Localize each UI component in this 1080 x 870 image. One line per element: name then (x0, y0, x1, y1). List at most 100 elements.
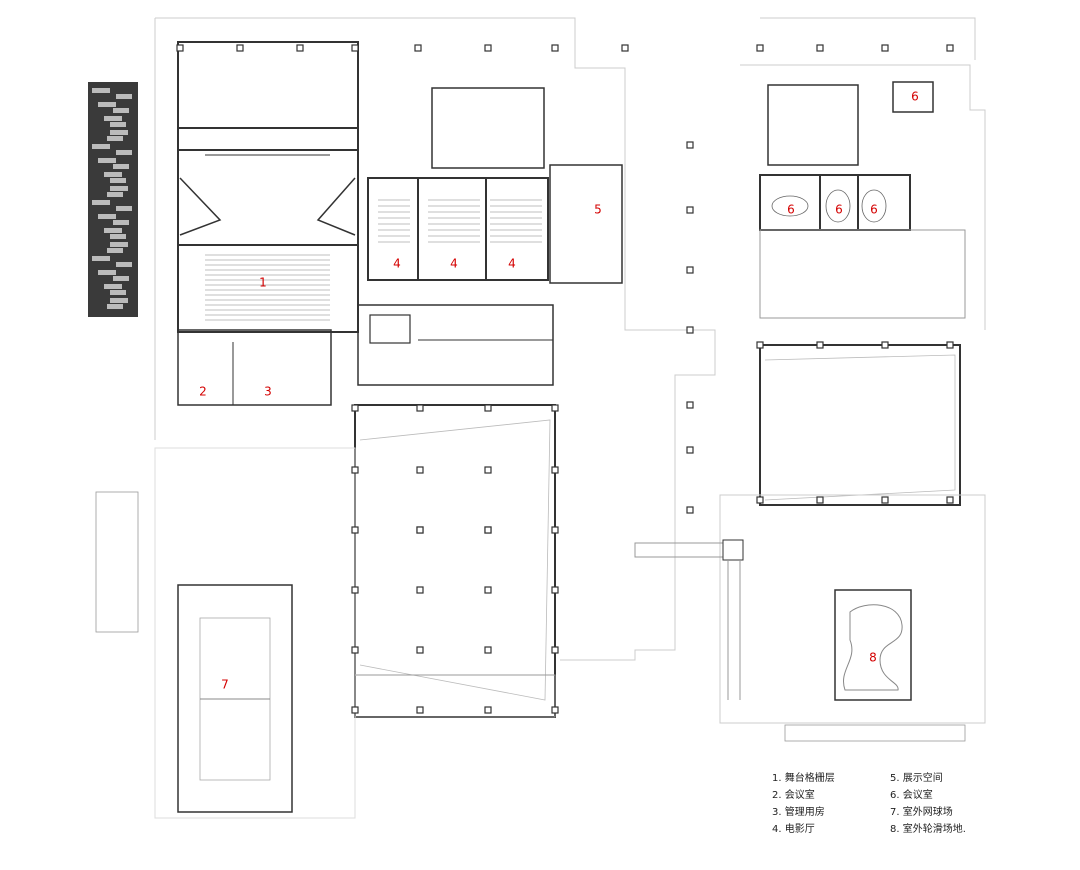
column (176, 44, 184, 52)
facade-slot (92, 144, 110, 149)
room-label-stage: 1 (259, 276, 267, 290)
column (551, 44, 559, 52)
facade-slot (113, 164, 129, 169)
facade-slot (92, 256, 110, 261)
facade-slot (116, 94, 132, 99)
column (416, 586, 424, 594)
room-label-conference-d: 6 (870, 203, 878, 217)
facade-slot (113, 108, 129, 113)
facade-slot (92, 200, 110, 205)
column (881, 496, 889, 504)
column (351, 586, 359, 594)
legend-item: 7. 室外网球场 (890, 807, 953, 818)
column (236, 44, 244, 52)
column (551, 646, 559, 654)
site-boundary (154, 17, 986, 661)
column (756, 341, 764, 349)
legend-item: 2. 会议室 (772, 790, 815, 801)
structural-columns (176, 44, 954, 714)
bridge (634, 539, 744, 700)
legend-item: 1. 舞台格栅层 (772, 773, 835, 784)
column (351, 404, 359, 412)
facade-slot (110, 234, 126, 239)
column (686, 446, 694, 454)
legend-item: 5. 展示空间 (890, 773, 943, 784)
column (484, 646, 492, 654)
legend-item: 8. 室外轮滑场地. (890, 824, 966, 835)
column (351, 526, 359, 534)
room-label-cinema-c: 4 (508, 257, 516, 271)
column (416, 526, 424, 534)
column (621, 44, 629, 52)
facade-slot (98, 214, 116, 219)
column (351, 466, 359, 474)
facade-slot (104, 172, 122, 177)
column (686, 141, 694, 149)
column (551, 526, 559, 534)
legend-column-left: 1. 舞台格栅层 2. 会议室 3. 管理用房 4. 电影厅 (772, 770, 892, 838)
room-label-cinema-a: 4 (393, 257, 401, 271)
east-block-upper (759, 81, 966, 319)
legend-column-right: 5. 展示空间 6. 会议室 7. 室外网球场 8. 室外轮滑场地. (890, 770, 1010, 838)
room-label-skate: 8 (869, 651, 877, 665)
column (416, 466, 424, 474)
central-hall (354, 404, 556, 718)
cinema-seating (378, 199, 542, 243)
theater-block (177, 41, 359, 406)
facade-slot (110, 130, 128, 135)
facade-slot (98, 102, 116, 107)
column (946, 341, 954, 349)
facade-slot (110, 178, 126, 183)
column (351, 44, 359, 52)
legend-item: 6. 会议室 (890, 790, 933, 801)
facade-slot (107, 248, 123, 253)
facade-slot (104, 228, 122, 233)
column (816, 496, 824, 504)
facade-slot (98, 158, 116, 163)
column (816, 44, 824, 52)
room-labels: 1 2 3 4 4 4 5 6 6 6 6 7 8 (199, 90, 919, 692)
column (484, 526, 492, 534)
facade-slot (107, 304, 123, 309)
facade-slot (104, 116, 122, 121)
facade-slot (110, 298, 128, 303)
column (484, 44, 492, 52)
facade-slot (107, 192, 123, 197)
facade-slot (92, 88, 110, 93)
facade-slot (110, 122, 126, 127)
column (416, 404, 424, 412)
room-label-conference-a: 6 (911, 90, 919, 104)
room-label-conference-c: 6 (835, 203, 843, 217)
column (484, 706, 492, 714)
column (881, 44, 889, 52)
column (351, 706, 359, 714)
column (416, 706, 424, 714)
column (296, 44, 304, 52)
column (414, 44, 422, 52)
column (756, 44, 764, 52)
facade-slot (107, 136, 123, 141)
column (686, 206, 694, 214)
column (816, 341, 824, 349)
column (551, 404, 559, 412)
facade-slot (104, 284, 122, 289)
column (484, 466, 492, 474)
tennis-court (95, 447, 356, 819)
room-label-tennis: 7 (221, 678, 229, 692)
skate-park (834, 589, 912, 701)
conference-tables (771, 189, 887, 223)
column (686, 266, 694, 274)
cinema-block (357, 87, 623, 386)
facade-slot (116, 262, 132, 267)
room-label-cinema-b: 4 (450, 257, 458, 271)
room-label-meeting: 2 (199, 385, 207, 399)
column (351, 646, 359, 654)
east-block-lower (719, 344, 986, 742)
room-label-conference-b: 6 (787, 203, 795, 217)
column (416, 646, 424, 654)
column (686, 401, 694, 409)
column (551, 586, 559, 594)
room-label-admin: 3 (264, 385, 272, 399)
column (946, 496, 954, 504)
